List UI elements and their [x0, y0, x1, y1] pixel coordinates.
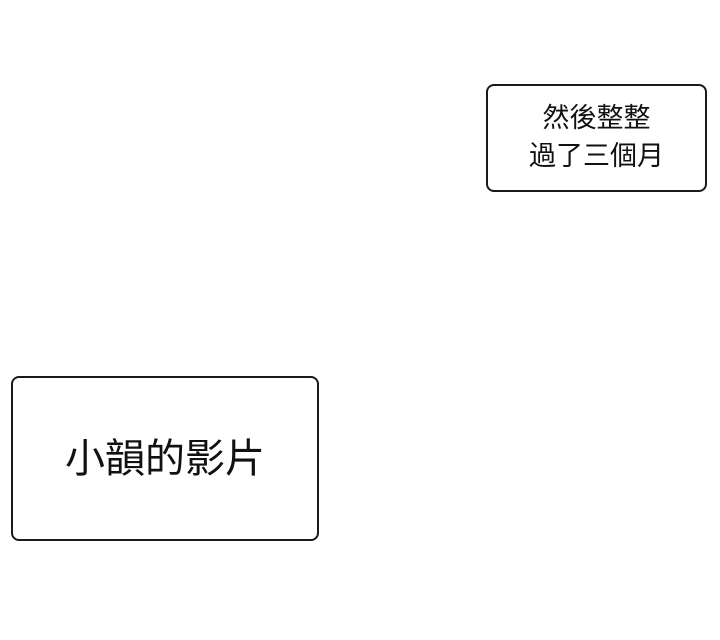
- caption-line-2: 過了三個月: [529, 141, 664, 172]
- caption-box-time-skip: 然後整整 過了三個月: [486, 84, 707, 192]
- caption-title: 小韻的影片: [65, 435, 265, 482]
- caption-box-video-title: 小韻的影片: [11, 376, 319, 541]
- caption-line-1: 然後整整: [542, 103, 651, 134]
